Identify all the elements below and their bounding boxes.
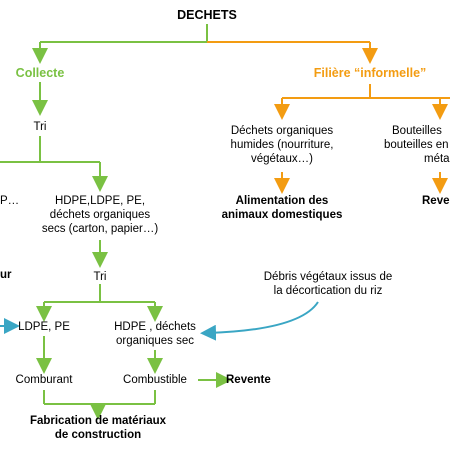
debris-line-2: la décortication du riz [273,285,383,297]
revente-node: Revente [226,374,271,386]
hdpe-ldpe-line-2: déchets organiques [49,209,151,221]
collecte-connectors [0,82,232,420]
alimentation-node: Alimentation des animaux domestiques [216,194,348,222]
bouteilles-line-3: méta [424,153,450,165]
hdpe-ldpe-line-3: secs (carton, papier…) [41,223,159,235]
hdpe-sec-line-2: organiques sec [116,335,194,347]
hdpe-ldpe-line-1: HDPE,LDPE, PE, [54,195,146,207]
alimentation-line-2: animaux domestiques [221,209,343,221]
alimentation-line-1: Alimentation des [235,195,329,207]
tri-node-2: Tri [93,271,107,283]
hdpe-sec-line-1: HDPE , déchets [114,321,196,333]
blue-connectors [0,301,319,341]
cut-left-node: P… [0,195,20,207]
fabrication-line-2: de construction [54,429,142,441]
root-connector [32,24,378,64]
tri-node-1: Tri [33,121,47,133]
bouteilles-node: Bouteilles bouteilles en méta [384,124,450,166]
humides-line-3: végétaux…) [250,153,313,165]
debris-line-1: Débris végétaux issus de [263,271,393,283]
revente-right-node: Reven [422,195,450,207]
root-node: DECHETS [177,8,237,22]
humides-line-2: humides (nourriture, [230,139,334,151]
hdpe-sec-node: HDPE , déchets organiques sec [100,320,210,348]
collecte-node: Collecte [15,66,65,80]
cut-left-node-2: ur [0,269,12,281]
ldpe-pe-node: LDPE, PE [18,321,70,333]
fabrication-line-1: Fabrication de matériaux [29,415,167,427]
hdpe-ldpe-node: HDPE,LDPE, PE, déchets organiques secs (… [40,194,160,236]
bouteilles-line-1: Bouteilles [392,125,442,137]
combustible-node: Combustible [123,374,187,386]
humides-line-1: Déchets organiques [230,125,334,137]
fabrication-node: Fabrication de matériaux de construction [10,414,186,442]
bouteilles-line-2: bouteilles en [384,139,449,151]
debris-vegetaux-node: Débris végétaux issus de la décorticatio… [254,270,402,298]
informelle-connectors [274,84,450,194]
informelle-node: Filière “informelle” [313,66,427,80]
dechets-humides-node: Déchets organiques humides (nourriture, … [216,124,348,166]
comburant-node: Comburant [15,374,73,386]
